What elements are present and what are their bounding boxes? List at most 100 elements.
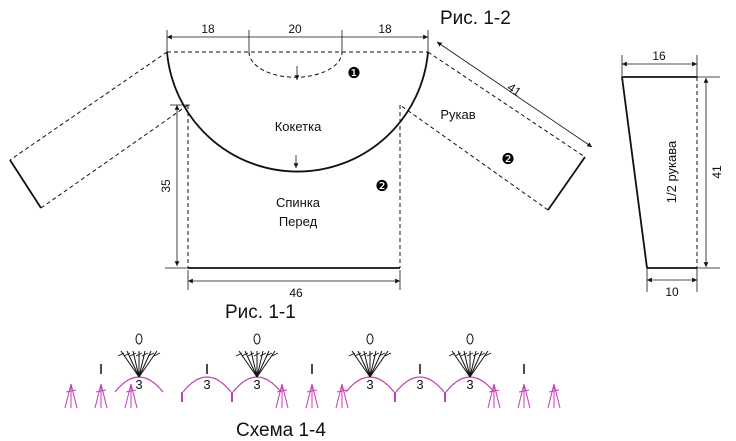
chain-arc <box>114 376 164 393</box>
fan-stitch-bar <box>129 352 137 357</box>
pink-stitch-bar <box>65 389 77 393</box>
pink-stitch <box>341 383 349 409</box>
yoke-dim-center: 20 <box>288 22 302 36</box>
arc-label: 3 <box>253 377 260 392</box>
fan-stitch-bar <box>348 352 356 357</box>
fan-stitch-bar <box>135 352 143 357</box>
body-shape <box>165 104 401 290</box>
pink-stitch <box>130 383 138 409</box>
fan-stitch-bar <box>466 352 474 357</box>
yoke-label: Кокетка <box>275 119 322 134</box>
chain-arc <box>345 376 395 393</box>
body-marker: ❷ <box>375 178 388 195</box>
pink-stitch <box>305 383 313 409</box>
fan-stitch-bar <box>360 352 368 357</box>
fan-stitch <box>363 350 371 378</box>
fan-stitch <box>126 350 140 378</box>
pink-stitch <box>94 383 102 409</box>
fan-stitch-bar <box>472 352 480 357</box>
pink-stitch-bar <box>276 389 288 393</box>
fan-stitch-bar <box>117 352 125 357</box>
fan-stitch-bar <box>141 352 149 357</box>
half-sleeve-length-dim: 41 <box>710 165 724 179</box>
fan-stitch <box>138 350 158 378</box>
fan-stitch-bar <box>460 352 468 357</box>
fan-stitch-bar <box>259 352 267 357</box>
pink-stitch <box>335 383 343 409</box>
pink-stitch-bar <box>518 389 530 393</box>
pink-stitch-bar <box>488 389 500 393</box>
fan-stitch-bar <box>235 352 243 357</box>
half-sleeve-top-dim: 16 <box>652 49 666 63</box>
fan-stitch <box>369 350 389 378</box>
fan-stitch <box>351 350 371 378</box>
pink-stitch <box>64 383 72 409</box>
fan-stitch-bar <box>478 352 486 357</box>
picot-mark <box>466 333 474 345</box>
picot-mark <box>253 333 261 345</box>
fan-stitch <box>120 350 140 378</box>
fan-stitch-bar <box>271 352 279 357</box>
pink-stitch <box>493 383 501 409</box>
pink-stitch <box>523 383 531 409</box>
arc-label: 3 <box>466 377 473 392</box>
fan-stitch-bar <box>448 352 456 357</box>
right-sleeve-shape <box>399 41 593 211</box>
pink-stitch <box>517 383 525 409</box>
fan-stitch-bar <box>454 352 462 357</box>
fan-stitch <box>132 350 140 378</box>
chain-arc <box>395 376 445 393</box>
pink-stitch <box>275 383 283 409</box>
arc-label: 3 <box>203 377 210 392</box>
fan-stitch <box>244 350 258 378</box>
yoke-marker: ❶ <box>347 65 360 82</box>
pink-stitch-bar <box>306 389 318 393</box>
fan-stitch-bar <box>372 352 380 357</box>
yoke-dimension-line <box>166 30 429 55</box>
pink-stitch-bar <box>336 389 348 393</box>
yoke-dim-left: 18 <box>201 22 215 36</box>
arc-label: 3 <box>416 377 423 392</box>
sleeve-length-dim: 41 <box>505 80 524 99</box>
figure-title-1-1: Рис. 1-1 <box>225 302 296 323</box>
chain-arc <box>232 376 282 393</box>
stitch-chart <box>64 333 561 409</box>
body-back-label: Спинка <box>276 195 321 210</box>
arc-label: 3 <box>366 377 373 392</box>
chain-arc <box>182 376 232 393</box>
pink-stitch-bar <box>125 389 137 393</box>
fan-stitch <box>469 350 489 378</box>
pink-stitch <box>281 383 289 409</box>
yoke-dim-right: 18 <box>378 22 392 36</box>
figure-title-1-2: Рис. 1-2 <box>440 8 511 29</box>
chain-arc <box>445 376 495 393</box>
half-sleeve-label: 1/2 рукава <box>664 140 679 203</box>
pink-stitch <box>311 383 319 409</box>
fan-stitch <box>238 350 258 378</box>
arc-label: 3 <box>135 377 142 392</box>
fan-stitch-bar <box>153 352 161 357</box>
fan-stitch-bar <box>366 352 374 357</box>
fan-stitch-bar <box>147 352 155 357</box>
fan-stitch-bar <box>354 352 362 357</box>
pink-stitch <box>100 383 108 409</box>
fan-stitch-bar <box>253 352 261 357</box>
sleeve-label: Рукав <box>440 107 475 122</box>
fan-stitch-bar <box>241 352 249 357</box>
fan-stitch <box>250 350 258 378</box>
fan-stitch-bar <box>265 352 273 357</box>
fan-stitch-bar <box>484 352 492 357</box>
half-sleeve-shape <box>621 55 720 292</box>
fan-stitch-bar <box>247 352 255 357</box>
pink-stitch-bar <box>95 389 107 393</box>
body-front-label: Перед <box>279 214 318 229</box>
pink-stitch <box>553 383 561 409</box>
pink-stitch <box>124 383 132 409</box>
fan-stitch <box>451 350 471 378</box>
fan-stitch-bar <box>378 352 386 357</box>
fan-stitch <box>463 350 471 378</box>
pink-stitch-bar <box>548 389 560 393</box>
body-height-dim: 35 <box>159 179 173 193</box>
pink-stitch <box>547 383 555 409</box>
